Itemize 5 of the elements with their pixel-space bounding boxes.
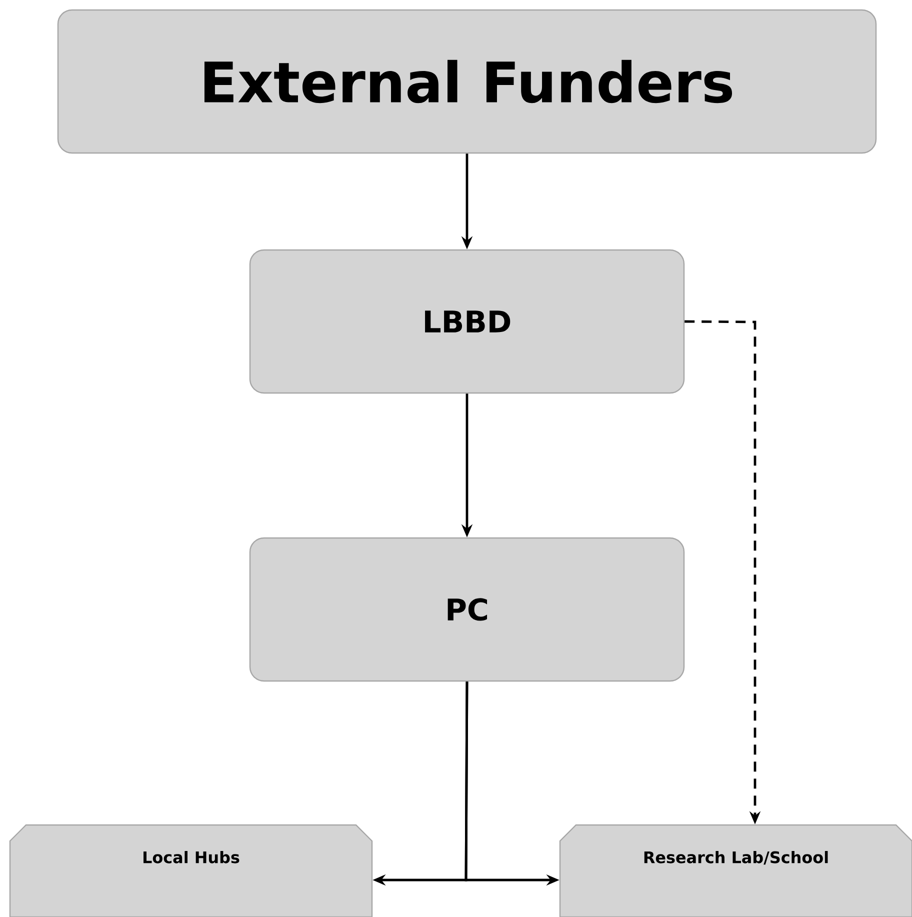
process-box: External Funders [57, 9, 877, 154]
process-box: Research Lab/School [559, 824, 912, 917]
process-box: PC [249, 537, 685, 682]
process-box: LBBD [249, 249, 685, 394]
process-box: Local Hubs [9, 824, 373, 917]
